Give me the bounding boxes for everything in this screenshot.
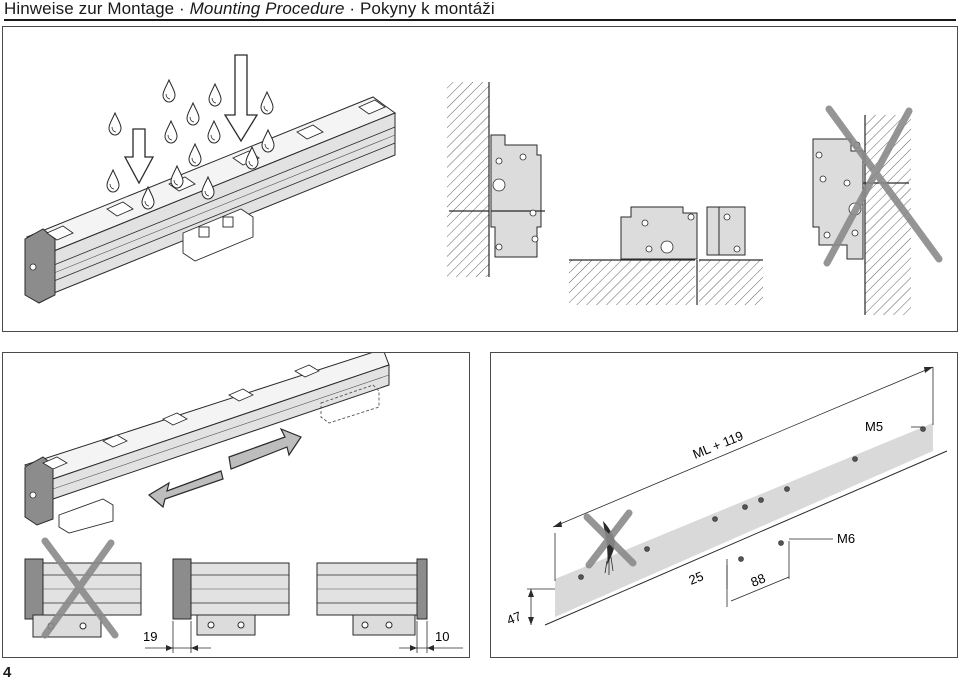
rail-side-face (48, 112, 396, 296)
dimension-19: 19 (143, 629, 157, 644)
bidirectional-slide-arrows-icon (147, 427, 302, 509)
detail-wrong-position (24, 537, 142, 639)
panel-hole-pattern: ML + 119 M5 M6 25 88 47 (490, 352, 958, 658)
down-arrow-icon (123, 54, 259, 185)
page-header: Hinweise zur Montage · Mounting Procedur… (4, 0, 956, 22)
bottom-left-drawing: 19 10 (23, 353, 463, 653)
detail-right-clearance (316, 558, 463, 653)
rail-end-cap (24, 456, 54, 526)
forbidden-cross-icon (583, 509, 637, 569)
title-czech: Pokyny k montáži (359, 0, 495, 18)
rail-clamp-blocks (46, 99, 386, 241)
dimension-88: 88 (749, 570, 768, 589)
panel-sliding-carriage: 19 10 (2, 352, 470, 658)
mounting-holes (578, 426, 926, 580)
bottom-right-drawing: ML + 119 M5 M6 25 88 47 (505, 366, 948, 628)
dimension-10: 10 (435, 629, 449, 644)
header-rule (4, 19, 956, 21)
dimension-47: 47 (505, 608, 524, 627)
length-dimension-line (552, 366, 934, 528)
dimension-25: 25 (687, 568, 706, 587)
detail-left-clearance (145, 558, 290, 653)
rail-carriage (182, 208, 254, 262)
forbidden-cross-icon (823, 105, 943, 267)
title-german: Hinweise zur Montage (4, 0, 175, 18)
thread-label-m6: M6 (837, 531, 855, 546)
page-number: 4 (3, 664, 12, 681)
section-wall-mount (447, 82, 545, 277)
rail-end-cap (24, 228, 56, 304)
page-title: Hinweise zur Montage · Mounting Procedur… (4, 0, 495, 19)
title-separator: · (174, 0, 190, 18)
thread-label-m5: M5 (865, 419, 883, 434)
panel-water-and-mounting (2, 26, 958, 332)
top-panel-drawing (24, 54, 943, 315)
shaded-mounting-surface (555, 423, 933, 617)
dimension-ml-plus-119: ML + 119 (691, 428, 746, 462)
forbidden-cross-icon (41, 537, 119, 639)
title-separator: · (344, 0, 360, 18)
section-wrong-mount (812, 105, 943, 315)
rail-assembly (23, 353, 390, 534)
title-english: Mounting Procedure (189, 0, 345, 18)
rail-assembly (24, 96, 397, 304)
section-floor-mount (569, 206, 763, 305)
